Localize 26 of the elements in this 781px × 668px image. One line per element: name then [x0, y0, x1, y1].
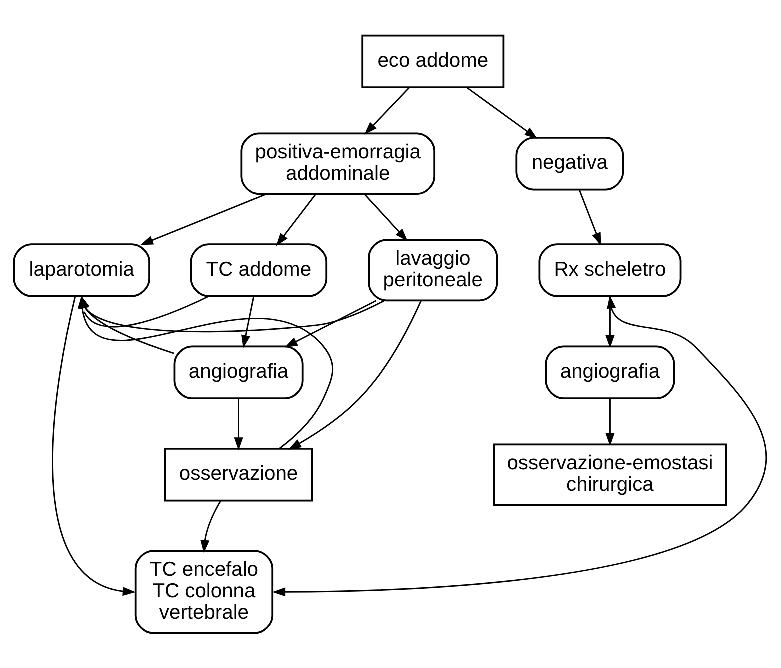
arrow [288, 300, 422, 450]
arrow [606, 296, 615, 348]
node-box: laparotomia [13, 243, 150, 297]
node-box: positiva-emorragia addominale [240, 132, 436, 195]
arrow [466, 86, 538, 139]
node-box: Rx scheletro [538, 243, 682, 297]
node-box: osservazione [164, 448, 314, 502]
arrow [364, 193, 408, 242]
arrow [606, 398, 615, 446]
arrow [284, 300, 377, 348]
arrow [364, 86, 410, 134]
arrow [272, 295, 767, 596]
node-box: angiografia [174, 345, 304, 399]
arrow [200, 500, 222, 553]
node-box: osservazione-emostasi chirurgica [493, 443, 728, 506]
arrow [276, 193, 317, 246]
node-box: eco addome [362, 34, 505, 88]
arrow [234, 398, 244, 450]
arrow [578, 189, 602, 246]
node-box: TC encefalo TC colonna vertebrale [134, 550, 274, 634]
node-box: TC addome [190, 243, 328, 297]
arrow [242, 296, 255, 348]
node-box: negativa [516, 136, 624, 190]
arrow [140, 193, 267, 245]
node-box: lavaggio peritoneale [368, 238, 498, 302]
node-box: angiografia [545, 345, 676, 399]
